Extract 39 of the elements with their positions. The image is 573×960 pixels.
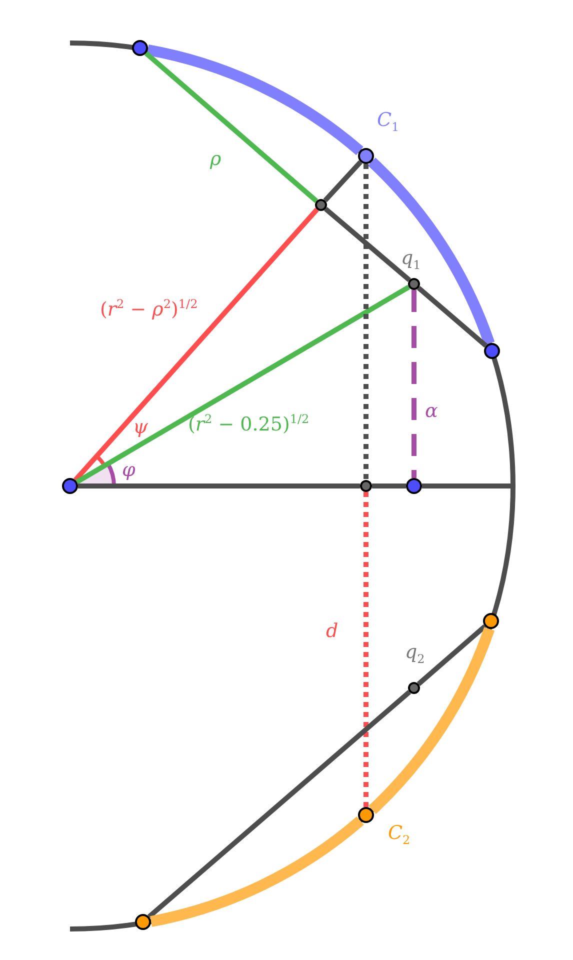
line-segment <box>372 484 406 488</box>
arc-segment <box>368 158 495 346</box>
point <box>358 807 374 823</box>
edge-label: α <box>425 402 438 421</box>
point <box>135 914 151 930</box>
point-label: q$_{1}$ <box>401 249 421 271</box>
arc-segment <box>146 44 364 156</box>
arc-segment <box>368 626 494 814</box>
edge-label: ρ <box>210 150 222 169</box>
line-segment <box>73 208 319 482</box>
arc-segment <box>150 816 364 927</box>
line-segment <box>323 160 362 202</box>
line-segment <box>422 484 513 488</box>
point <box>484 343 500 359</box>
line-segment <box>324 206 412 282</box>
point-label: C$_{2}$ <box>388 824 410 846</box>
point <box>408 682 420 694</box>
point <box>360 480 372 492</box>
point <box>483 613 499 629</box>
edge-label: d <box>326 622 338 641</box>
point <box>406 478 422 494</box>
dashed-line <box>364 492 368 807</box>
angle-label: ψ <box>133 418 148 437</box>
point-label: C$_{1}$ <box>377 111 400 133</box>
point <box>132 40 148 56</box>
edge-label: (r$^{2}$ − ρ$^{2}$)$^{1/2}$ <box>100 298 198 320</box>
point-label: q$_{2}$ <box>405 643 425 665</box>
dashed-line <box>364 164 368 480</box>
line-segment <box>147 690 412 919</box>
angle-label: φ <box>122 461 136 480</box>
line-segment <box>78 484 360 488</box>
point <box>408 278 420 290</box>
line-segment <box>144 51 318 203</box>
point <box>62 478 78 494</box>
edge-label: (r$^{2}$ − 0.25)$^{1/2}$ <box>188 413 310 434</box>
line-segment <box>416 286 488 348</box>
dashed-line <box>412 290 416 478</box>
line-segment <box>416 624 487 686</box>
line-segment <box>76 284 410 484</box>
